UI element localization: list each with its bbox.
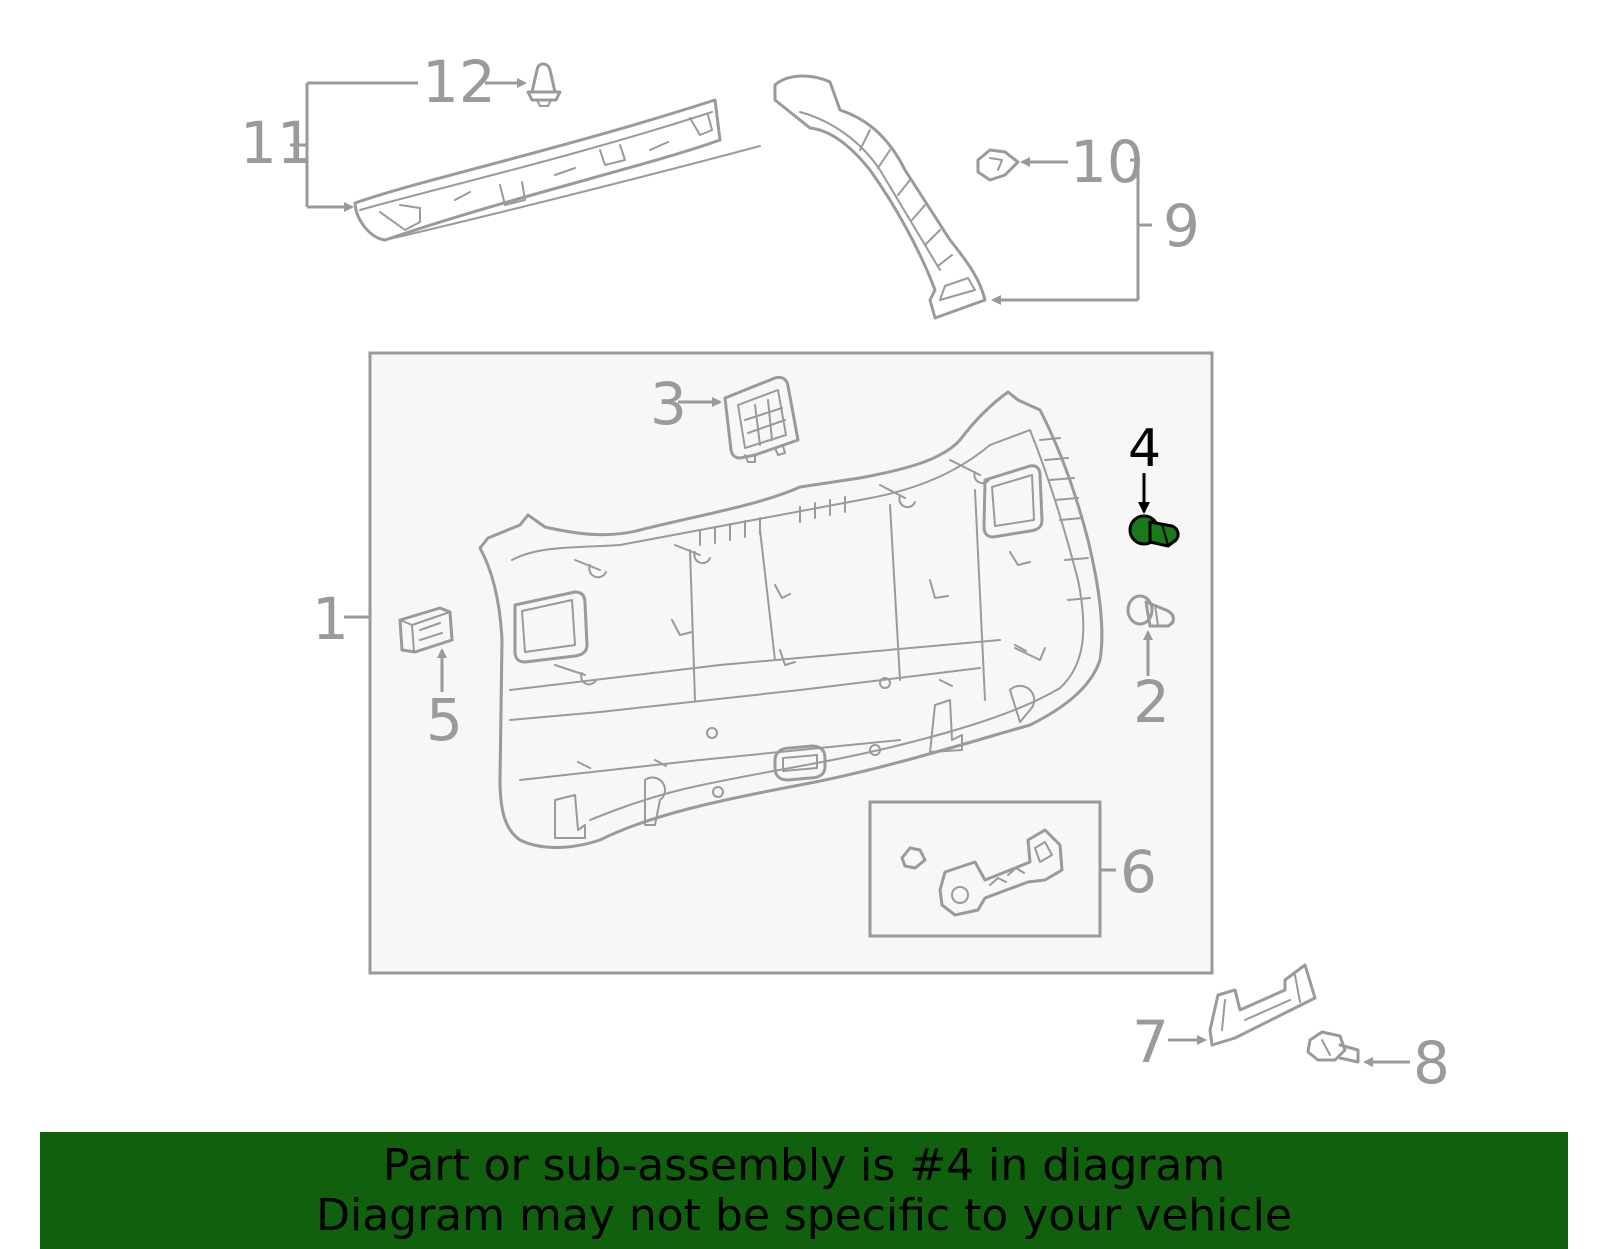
part-11-upper-garnish xyxy=(353,98,761,242)
callout-11: 11 xyxy=(240,109,314,177)
callout-9: 9 xyxy=(1163,192,1200,260)
callout-5: 5 xyxy=(426,686,463,754)
callout-2: 2 xyxy=(1133,668,1170,736)
callout-10: 10 xyxy=(1070,128,1144,196)
part-12-clip xyxy=(526,62,562,107)
part-5-clip xyxy=(398,606,454,654)
part-6-bracket xyxy=(900,828,1064,917)
callout-4: 4 xyxy=(1128,419,1161,479)
part-10-clip xyxy=(976,148,1020,182)
info-banner: Part or sub-assembly is #4 in diagram Di… xyxy=(40,1132,1568,1249)
part-9-pillar-garnish xyxy=(773,74,987,320)
part-4-clip-highlighted[interactable] xyxy=(1128,514,1180,548)
callout-1: 1 xyxy=(312,585,349,653)
banner-line-disclaimer: Diagram may not be specific to your vehi… xyxy=(316,1189,1292,1241)
callout-12: 12 xyxy=(422,48,496,116)
part-2-clip xyxy=(1126,594,1175,628)
callout-7: 7 xyxy=(1132,1008,1169,1076)
part-8-bolt xyxy=(1306,1030,1360,1064)
callout-6: 6 xyxy=(1120,838,1157,906)
part-1-door-trim-panel xyxy=(478,390,1104,849)
part-3-cover xyxy=(723,375,800,463)
callout-8: 8 xyxy=(1413,1029,1450,1097)
banner-line-part: Part or sub-assembly is #4 in diagram xyxy=(382,1139,1226,1191)
callout-3: 3 xyxy=(650,370,687,438)
part-7-bracket xyxy=(1208,963,1317,1047)
